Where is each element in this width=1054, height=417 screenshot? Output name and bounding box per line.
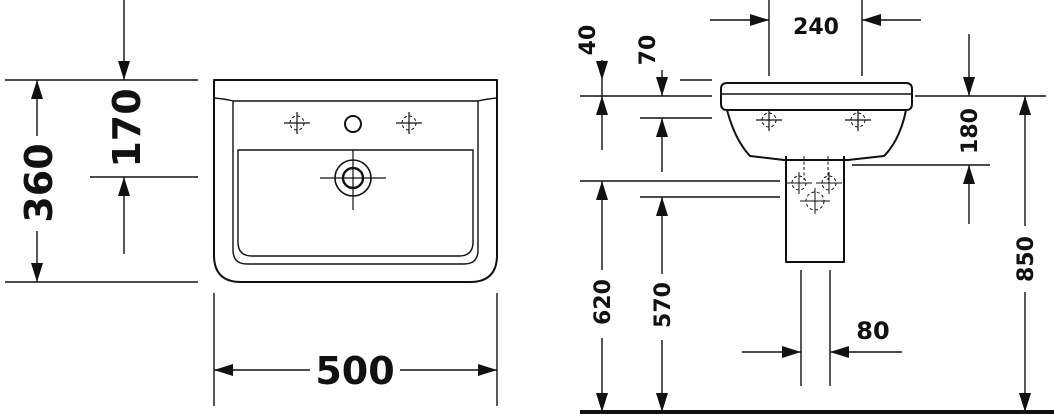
dim-basin-height: 170 <box>90 0 198 254</box>
dim-basin-height-label: 170 <box>105 88 149 167</box>
dim-floor-to-bowl: 620 <box>591 181 616 412</box>
dim-floor-to-rim: 850 <box>1014 96 1039 412</box>
dim-pedestal-width-label: 80 <box>856 317 889 345</box>
side-pedestal <box>785 156 845 386</box>
tap-hole-right <box>395 111 423 135</box>
basin-inner-outline <box>232 101 479 265</box>
front-view: 360 170 500 <box>5 0 498 406</box>
dim-width-label: 500 <box>315 349 394 393</box>
side-basin <box>720 82 913 161</box>
basin-rim-shelf <box>213 97 498 102</box>
dim-floor-to-outlet-label: 570 <box>651 282 676 328</box>
dim-rim-to-taphole: 70 <box>636 35 668 172</box>
dim-width: 500 <box>213 293 498 406</box>
side-tap-left <box>755 108 783 132</box>
dim-rim-to-taphole-label: 70 <box>636 35 661 66</box>
basin-bowl-outline <box>237 149 474 257</box>
tap-hole-center <box>344 115 362 133</box>
dim-floor-to-outlet: 570 <box>651 197 676 412</box>
dim-bowl-depth: 180 <box>852 34 1046 224</box>
drain-outlet <box>320 150 386 210</box>
dim-bowl-depth-label: 180 <box>958 108 983 154</box>
dim-overall-height-label: 360 <box>17 143 61 222</box>
dim-tap-spacing-label: 240 <box>793 15 839 40</box>
dim-pedestal-width: 80 <box>742 317 902 358</box>
dim-rim: 40 <box>576 25 608 150</box>
dim-floor-to-rim-label: 850 <box>1014 236 1039 282</box>
dim-tap-spacing: 240 <box>710 0 921 76</box>
tap-hole-left <box>283 111 311 135</box>
side-tap-right <box>844 108 872 132</box>
dim-floor-to-bowl-label: 620 <box>591 279 616 325</box>
dim-rim-label: 40 <box>576 25 601 56</box>
basin-outer-outline <box>213 79 498 283</box>
side-view: 240 40 70 620 <box>576 0 1054 414</box>
dim-overall-height: 360 <box>5 79 198 283</box>
